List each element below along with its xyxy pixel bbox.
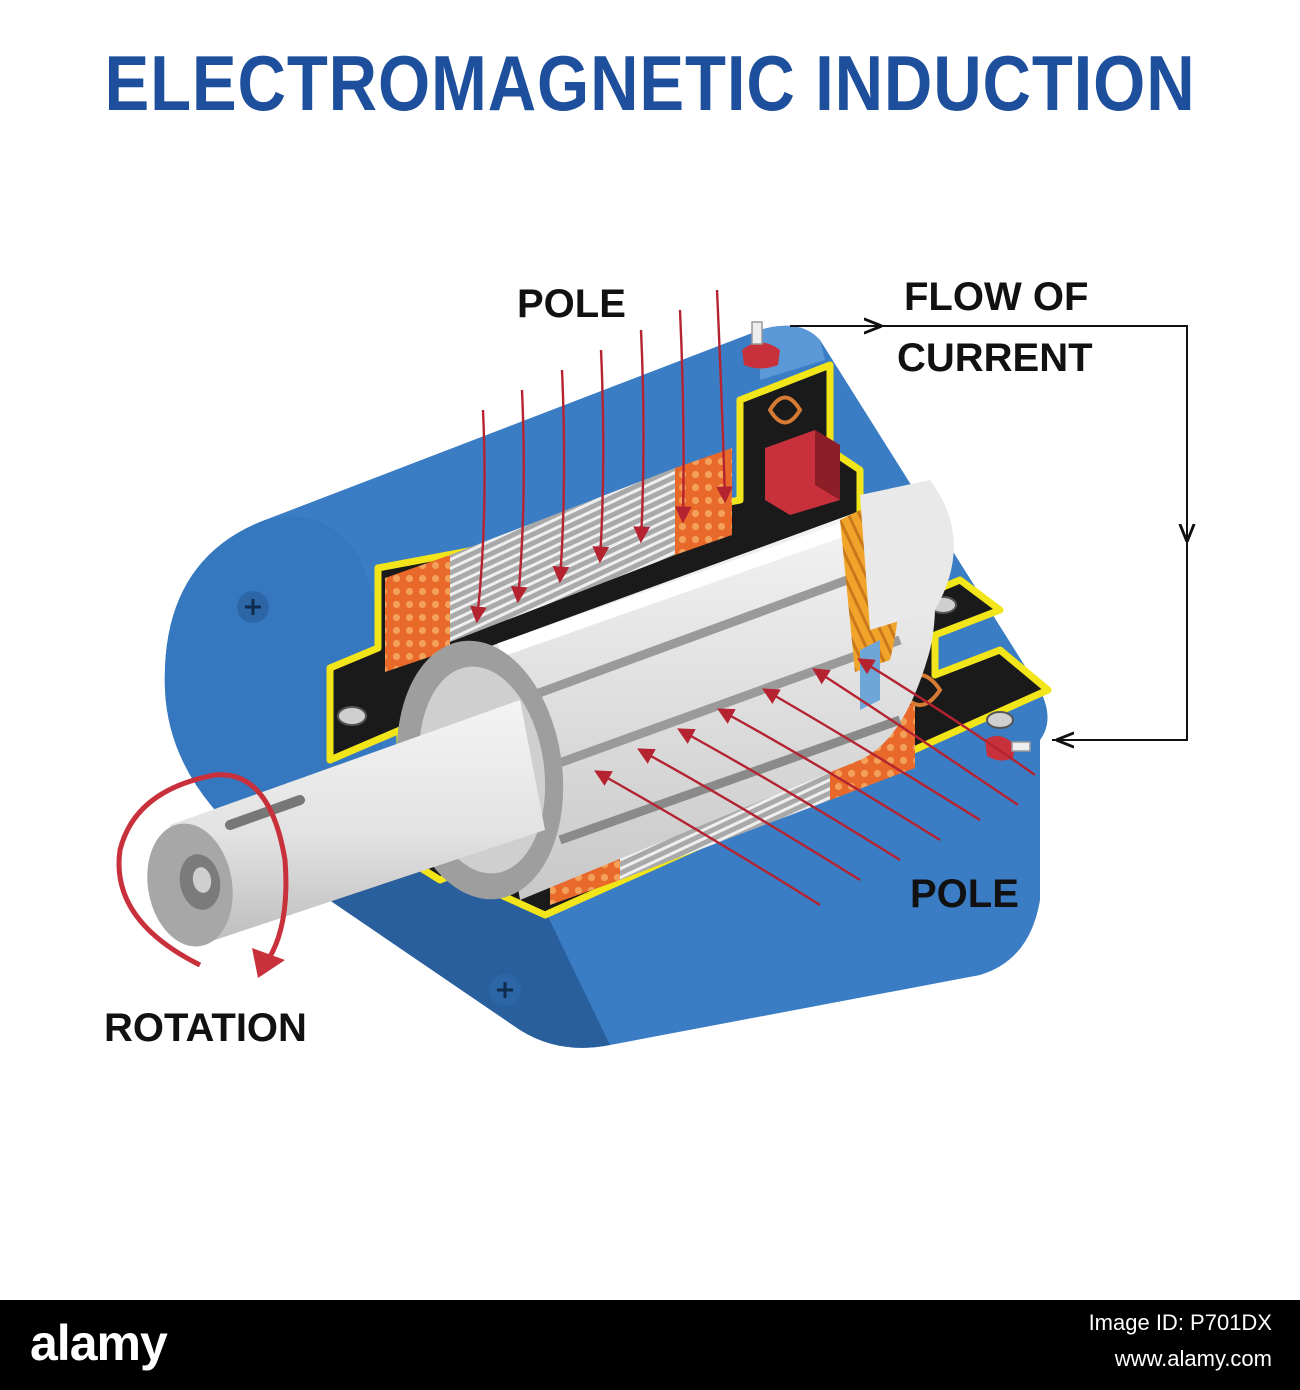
page-title: ELECTROMAGNETIC INDUCTION [104, 39, 1196, 127]
current-flow-circuit [790, 326, 1187, 740]
flux-arrows-top [470, 289, 733, 624]
label-rotation: ROTATION [104, 1006, 307, 1050]
shaft [147, 480, 954, 947]
site-url: www.alamy.com [1114, 1346, 1272, 1371]
label-pole-bottom: POLE [910, 872, 1019, 916]
footer-bar: alamy Image ID: P701DX www.alamy.com [0, 1300, 1300, 1390]
brushes-and-terminals [742, 321, 1031, 761]
label-flow-of: FLOW OF [904, 275, 1089, 319]
motor-cutaway-diagram [116, 289, 1300, 1048]
flux-arrows-bottom [594, 658, 1036, 907]
image-id: Image ID: P701DX [1088, 1310, 1272, 1335]
label-pole-top: POLE [517, 282, 626, 326]
rotation-arrow [116, 772, 289, 978]
label-current: CURRENT [897, 336, 1093, 380]
brand-logo: alamy [30, 1315, 168, 1371]
